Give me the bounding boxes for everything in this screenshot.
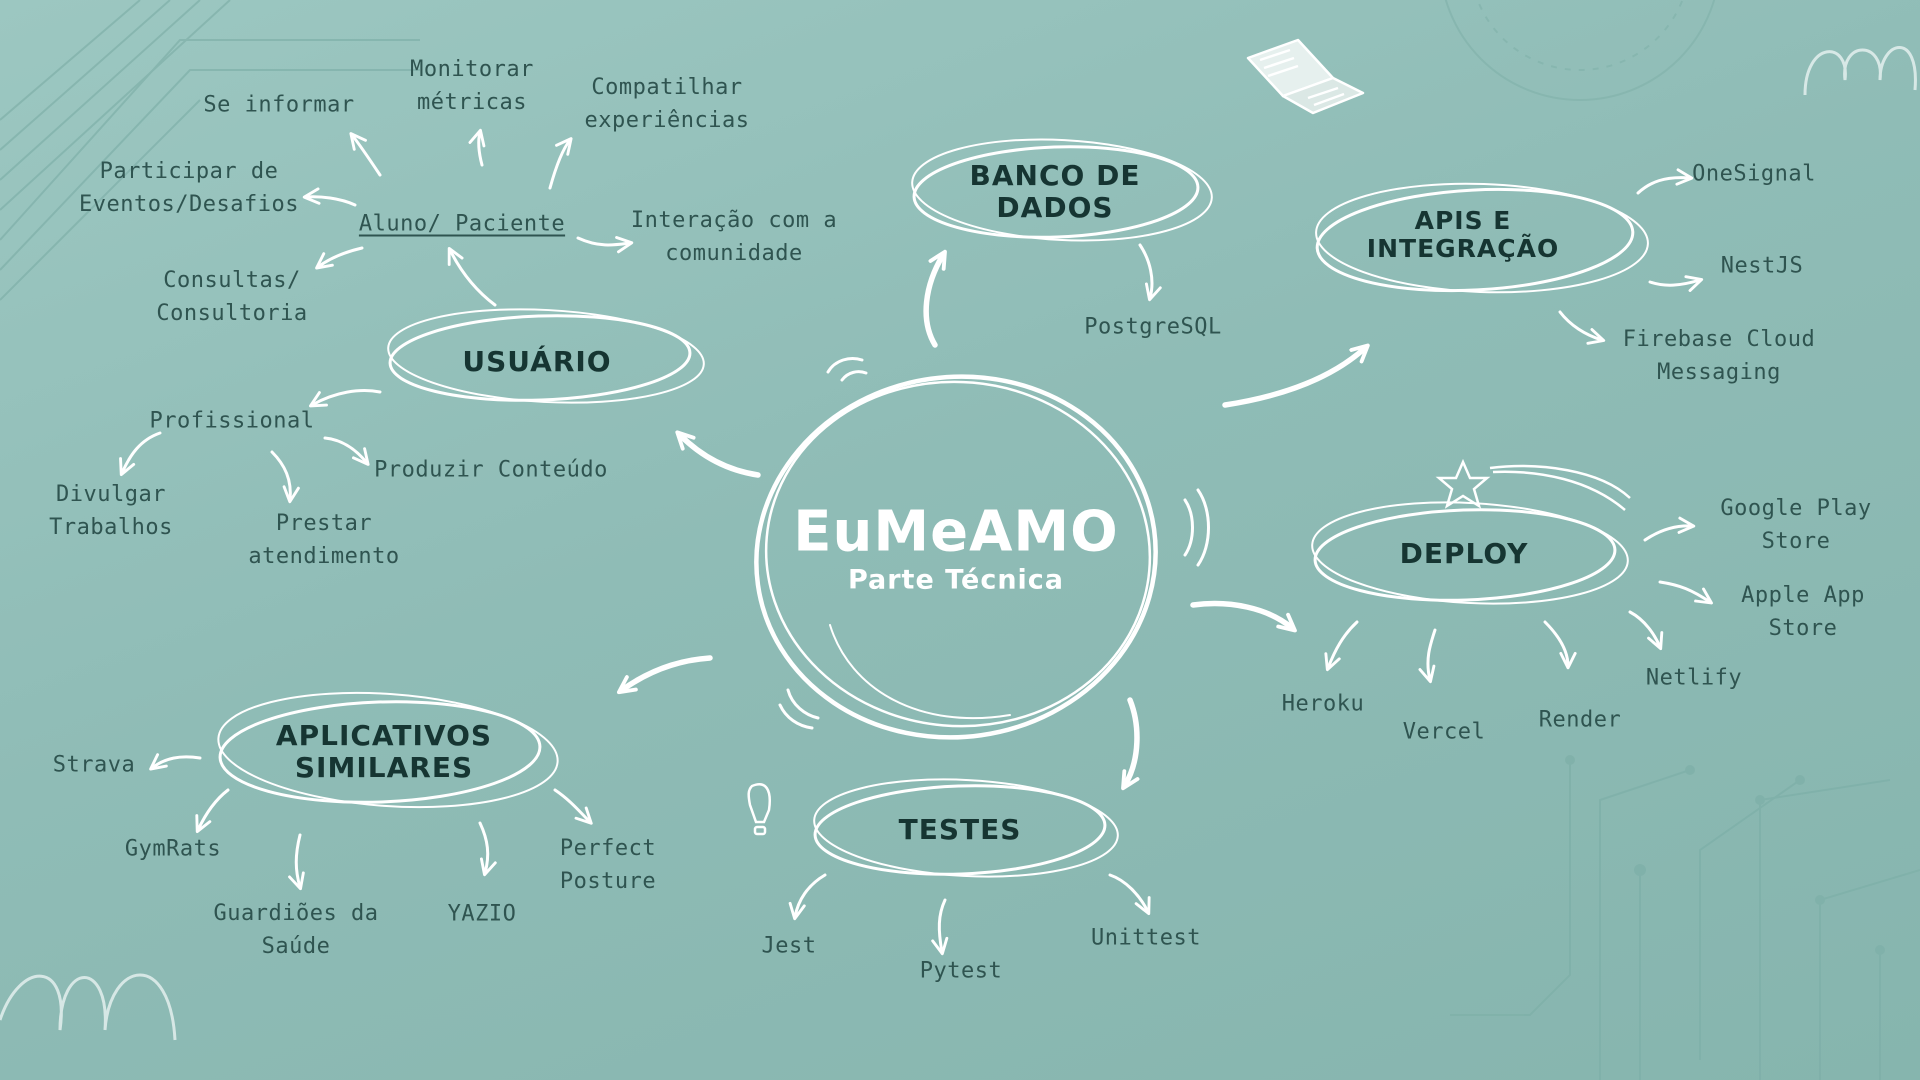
- branch-arrows: [119, 128, 1713, 956]
- ellipse-banco: [912, 145, 1200, 239]
- label-profissional: Profissional: [149, 408, 315, 434]
- label-postgresql: PostgreSQL: [1084, 314, 1222, 340]
- label-produzir-conteudo: Produzir Conteúdo: [374, 457, 608, 483]
- label-perfect-posture: Perfect Posture: [559, 836, 657, 894]
- book-icon: [1246, 38, 1365, 115]
- loop-doodle-top-right: [1803, 46, 1917, 96]
- node-banco-de-dados[interactable]: BANCO DE DADOS: [969, 159, 1141, 224]
- label-yazio: YAZIO: [447, 901, 517, 927]
- node-aplicativos-similares[interactable]: APLICATIVOS SIMILARES: [275, 719, 493, 784]
- label-heroku: Heroku: [1281, 691, 1365, 717]
- label-render: Render: [1538, 707, 1622, 733]
- ellipse-usuario: [388, 314, 692, 402]
- label-netlify: Netlify: [1645, 665, 1743, 691]
- label-firebase-cloud-messaging: Firebase Cloud Messaging: [1622, 327, 1816, 385]
- ellipse-apis: [1315, 187, 1635, 293]
- ellipse-testes: [813, 784, 1107, 876]
- label-guardioes-da-saude: Guardiões da Saúde: [213, 901, 379, 959]
- label-compartilhar-experiencias: Compatilhar experiências: [584, 75, 750, 133]
- main-arrows: [616, 249, 1370, 791]
- label-vercel: Vercel: [1402, 719, 1486, 745]
- node-ellipses: [217, 138, 1649, 878]
- node-usuario[interactable]: USUÁRIO: [462, 345, 612, 378]
- label-prestar-atendimento: Prestar atendimento: [248, 511, 400, 569]
- label-jest: Jest: [761, 933, 817, 959]
- node-deploy[interactable]: DEPLOY: [1399, 537, 1529, 570]
- label-aluno-paciente: Aluno/ Paciente: [358, 211, 566, 237]
- label-gymrats: GymRats: [124, 836, 222, 862]
- label-participar-eventos: Participar de Eventos/Desafios: [79, 159, 299, 217]
- label-onesignal: OneSignal: [1692, 161, 1816, 187]
- circuit-lines-bottom-right: [1450, 755, 1920, 1080]
- ellipse-aplicativos: [218, 700, 542, 804]
- label-google-play-store: Google Play Store: [1720, 496, 1872, 554]
- label-interacao-comunidade: Interação com a comunidade: [630, 208, 838, 266]
- label-se-informar: Se informar: [203, 92, 355, 118]
- loop-doodle-bottom-left: [0, 973, 177, 1041]
- center-title: EuMeAMO: [793, 499, 1119, 565]
- circuit-lines-top-left: [0, 0, 420, 301]
- node-testes[interactable]: TESTES: [898, 813, 1022, 846]
- label-nestjs: NestJS: [1720, 253, 1804, 279]
- label-consultas: Consultas/ Consultoria: [156, 268, 308, 326]
- circle-arcs-top-right: [1444, 0, 1716, 101]
- star-icon: [1435, 458, 1631, 511]
- label-pytest: Pytest: [919, 958, 1003, 984]
- label-apple-app-store: Apple App Store: [1741, 583, 1865, 641]
- ellipse-deploy: [1313, 508, 1617, 602]
- label-monitorar-metricas: Monitorar métricas: [410, 57, 534, 115]
- node-apis-e-integracao[interactable]: APIS E INTEGRAÇÃO: [1366, 206, 1560, 263]
- label-strava: Strava: [52, 752, 136, 778]
- exclamation-icon: [747, 783, 771, 836]
- label-unittest: Unittest: [1091, 925, 1201, 951]
- center-subtitle: Parte Técnica: [847, 564, 1065, 596]
- center-circle: [754, 357, 1210, 740]
- label-divulgar-trabalhos: Divulgar Trabalhos: [49, 482, 173, 540]
